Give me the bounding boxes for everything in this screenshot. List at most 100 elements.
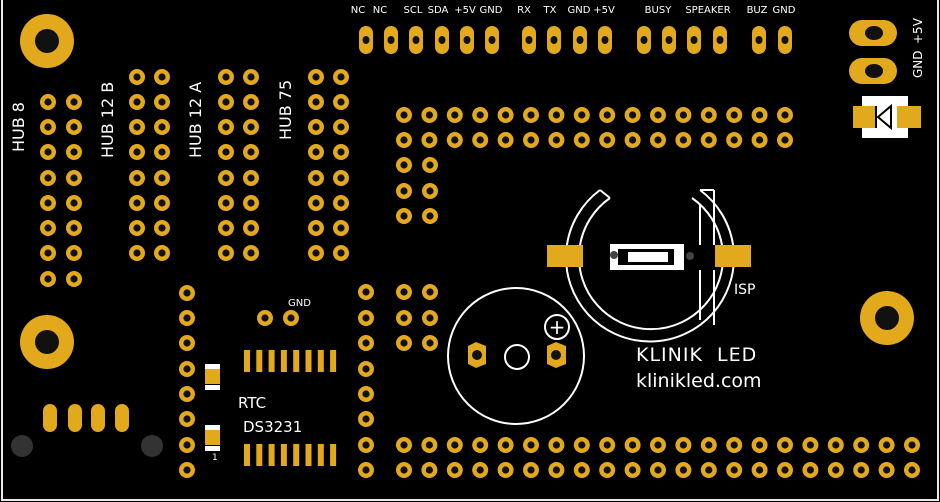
pad-hole: [247, 73, 255, 81]
pad-hole: [857, 466, 865, 474]
pad-hole: [603, 466, 611, 474]
pad-hole: [883, 441, 891, 449]
pad-hole: [603, 441, 611, 449]
pad-hole: [312, 123, 320, 131]
ic-pin: [280, 350, 287, 372]
pad-hole: [552, 111, 561, 119]
pad-hole: [781, 466, 789, 474]
pad-hole: [679, 136, 688, 144]
pad-hole: [552, 136, 561, 144]
pin-hole: [601, 36, 609, 44]
pad-hole: [451, 466, 459, 474]
pad-hole: [476, 111, 484, 119]
pad-hole: [400, 111, 408, 119]
pad-hole: [312, 148, 320, 156]
pad-hole: [70, 98, 78, 106]
pad-hole: [908, 466, 916, 474]
pad-hole: [247, 199, 255, 207]
pad-hole: [312, 199, 320, 207]
via: [141, 435, 163, 457]
top-header-label: BUZ: [747, 5, 768, 16]
pad-hole: [654, 466, 662, 474]
pad-hole: [425, 466, 433, 474]
pad-hole: [400, 288, 408, 296]
via: [11, 435, 33, 457]
pin-hole: [781, 36, 789, 44]
rtc-gnd-label: GND: [288, 298, 311, 309]
top-header-label: +5V: [454, 5, 476, 16]
buzzer: +: [447, 287, 585, 425]
pad-hole: [158, 98, 166, 106]
ic-pin: [268, 444, 275, 466]
power-connector: GND +5V: [849, 17, 925, 84]
ic-pin: [330, 444, 337, 466]
pad-hole: [70, 199, 78, 207]
pin-hole: [387, 36, 395, 44]
pad-hole: [337, 148, 345, 156]
pad-hole: [552, 466, 561, 474]
ic-pin: [244, 350, 250, 372]
pad-hole: [705, 111, 713, 119]
pad-hole: [883, 466, 891, 474]
pad-hole: [133, 123, 141, 131]
pad-hole: [247, 123, 255, 131]
top-header-label: +5V: [593, 5, 615, 16]
pad-hole: [756, 441, 764, 449]
pad-hole: [44, 199, 52, 207]
pad-hole: [451, 111, 459, 119]
pad-hole: [183, 390, 191, 398]
ic-pin: [305, 350, 312, 372]
pad-hole: [133, 224, 141, 232]
pad-hole: [730, 111, 738, 119]
pad-hole: [70, 249, 78, 257]
top-header-label: GND: [773, 5, 796, 16]
pad-hole: [44, 174, 52, 182]
brand-name: KLINIK LED: [636, 344, 757, 366]
pin-hole: [716, 36, 724, 44]
top-header-label: SDA: [428, 5, 449, 16]
pad-hole: [654, 136, 662, 144]
pad-hole: [337, 199, 345, 207]
rtc-label: RTC: [238, 394, 266, 412]
pad-hole: [70, 275, 78, 283]
buzzer-plus-label: +: [549, 315, 566, 339]
pad-hole: [400, 339, 408, 347]
pad-hole: [158, 199, 166, 207]
pad-hole: [705, 136, 713, 144]
pad-hole: [362, 288, 370, 296]
pad-hole: [425, 441, 433, 449]
pad-hole: [400, 466, 408, 474]
pad-hole: [70, 148, 78, 156]
pad-hole: [806, 466, 815, 474]
power-gnd-label: GND: [911, 50, 925, 78]
rtc-chip-label: DS3231: [243, 418, 302, 436]
pad-hole: [222, 224, 230, 232]
mounting-holes: [20, 14, 914, 369]
top-header-label: TX: [543, 5, 557, 16]
pad-hole: [679, 111, 688, 119]
pad-hole: [133, 199, 141, 207]
pad-hole: [781, 111, 789, 119]
top-header-label: NC: [373, 5, 387, 16]
through-hole-pads: [40, 69, 920, 478]
pad-hole: [183, 314, 191, 322]
pad-hole: [502, 466, 510, 474]
pad-hole: [578, 441, 586, 449]
pad-hole: [832, 466, 840, 474]
hub8-label: HUB 8: [9, 102, 28, 152]
pad-hole: [158, 148, 166, 156]
pad-hole: [183, 339, 191, 347]
pad-hole: [337, 73, 345, 81]
pin-hole: [665, 36, 673, 44]
pad-hole: [312, 174, 320, 182]
pad-hole: [806, 441, 815, 449]
top-header-label: GND: [568, 5, 591, 16]
isp-label: ISP: [734, 282, 755, 298]
pad-hole: [222, 98, 230, 106]
pad-hole: [781, 441, 789, 449]
pad-hole: [183, 365, 191, 373]
top-header-label: GND: [480, 5, 503, 16]
pad-hole: [70, 123, 78, 131]
pad-hole: [426, 314, 434, 322]
